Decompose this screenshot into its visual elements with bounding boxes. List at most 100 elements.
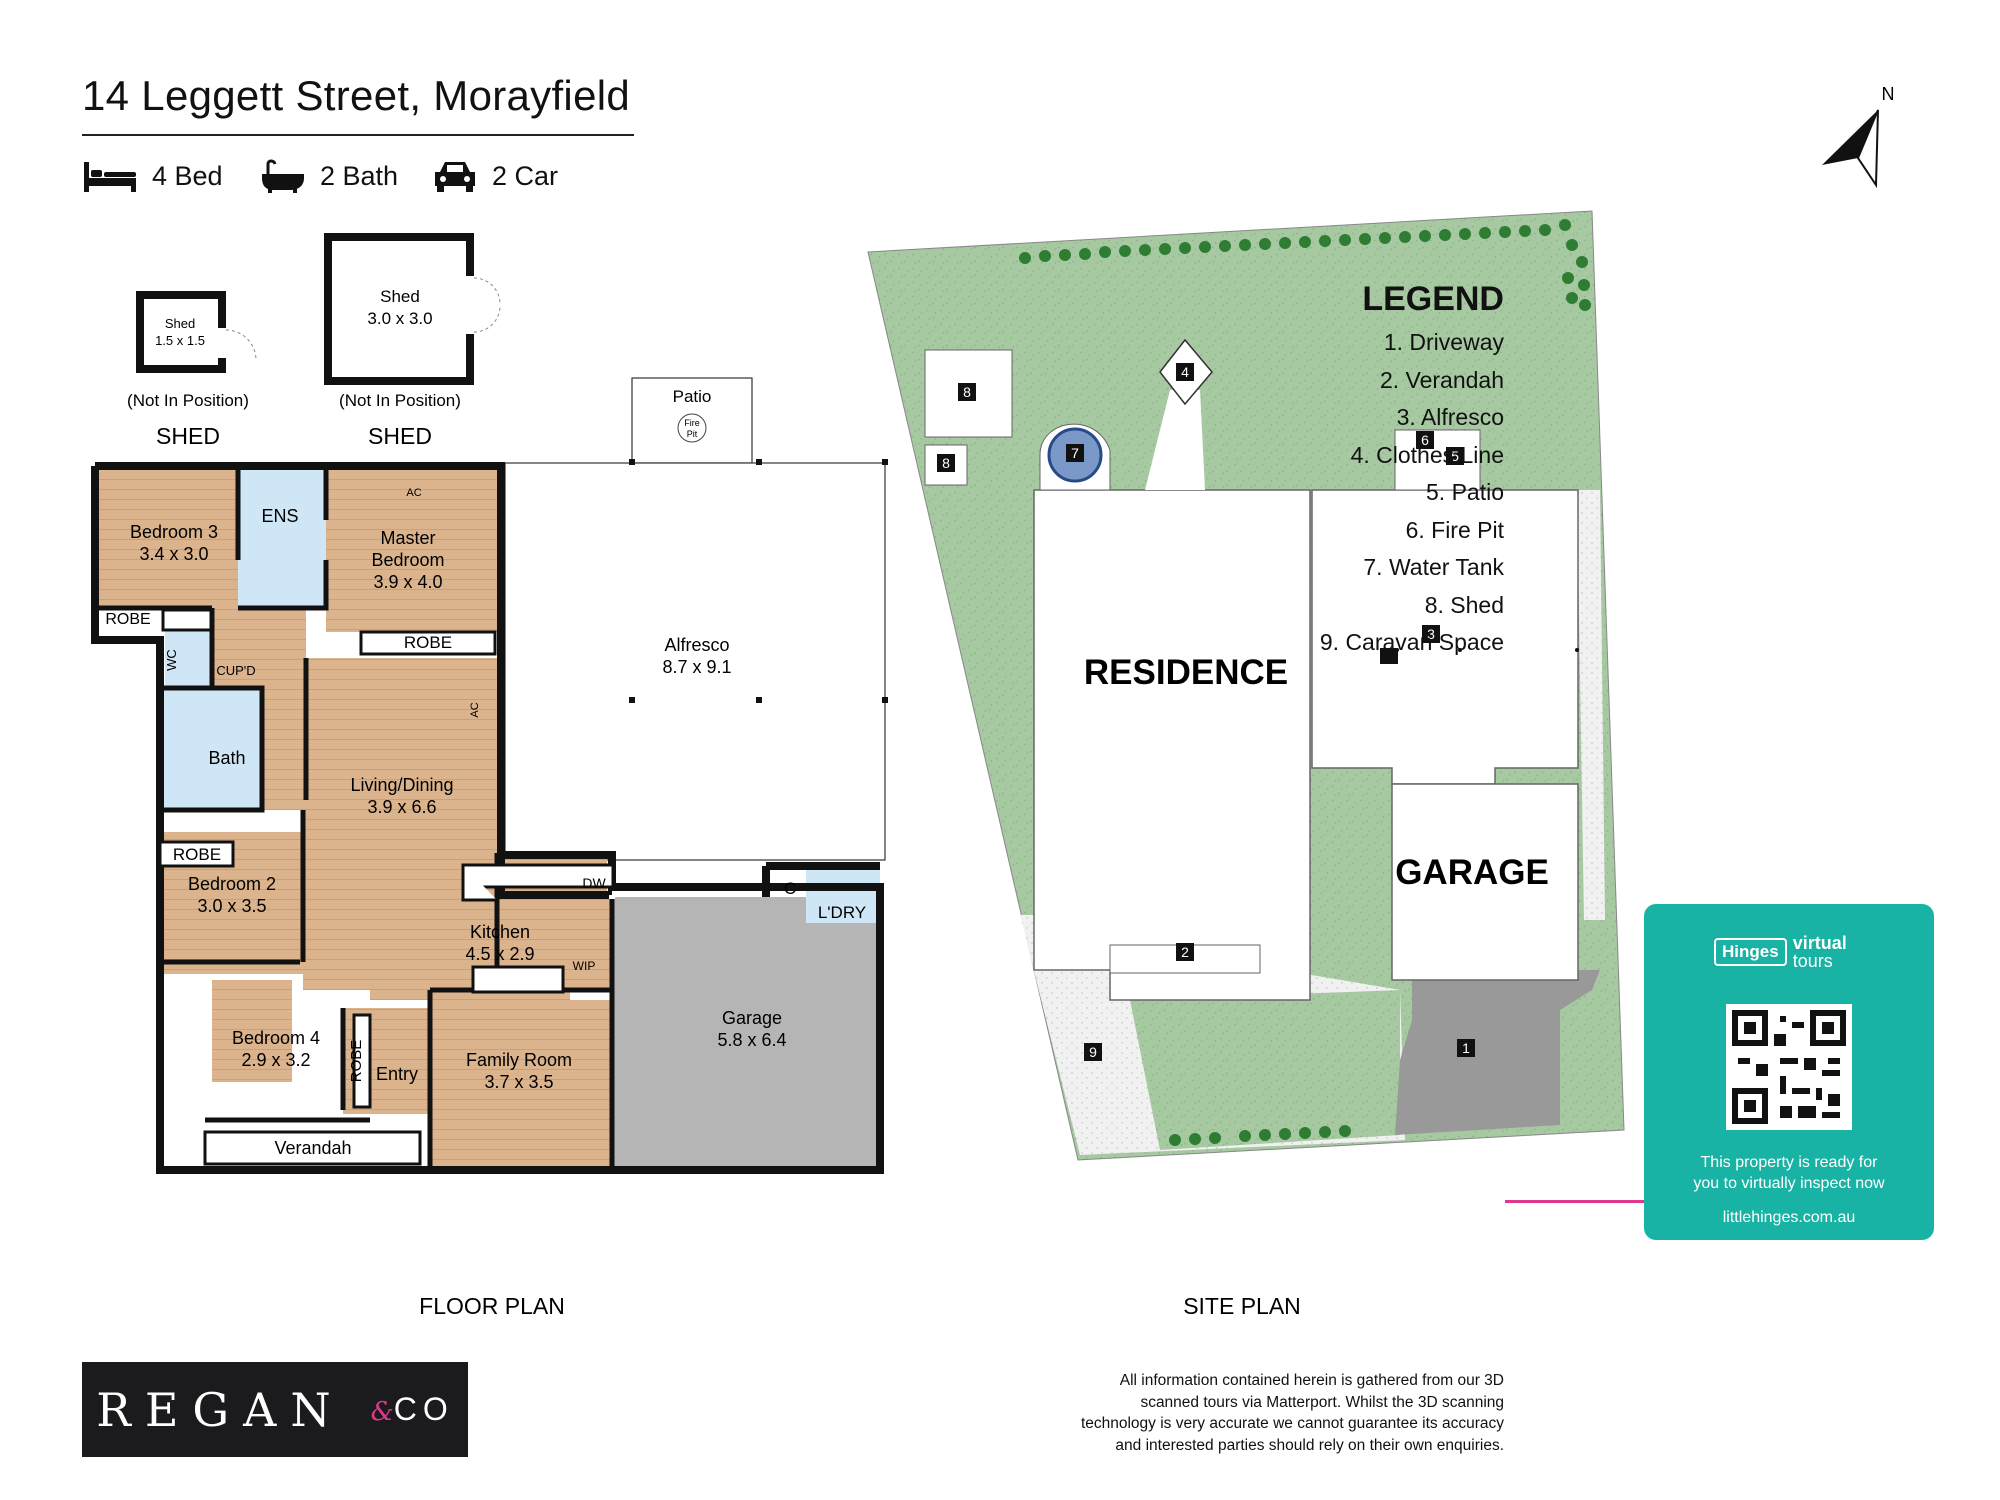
shed-large-note: (Not In Position): [339, 391, 461, 410]
bedroom2-name: Bedroom 2: [188, 874, 276, 894]
legend-list: 1. Driveway 2. Verandah 3. Alfresco 4. C…: [1320, 324, 1504, 662]
verandah-label: Verandah: [274, 1138, 351, 1158]
logo-ampersand: &: [370, 1397, 394, 1427]
legend-title: LEGEND: [1362, 280, 1504, 318]
marker-2: 2: [1181, 944, 1189, 960]
shed-large: Shed 3.0 x 3.0 (Not In Position) SHED: [324, 233, 501, 449]
regan-co-logo: REGAN &CO: [82, 1362, 468, 1457]
shed-large-name: Shed: [380, 287, 420, 306]
floor-plan: Shed 1.5 x 1.5 (Not In Position) SHED Sh…: [91, 233, 888, 1319]
legend-item: 6. Fire Pit: [1405, 516, 1504, 543]
master-size: 3.9 x 4.0: [373, 572, 442, 592]
marker-8b: 8: [942, 455, 950, 471]
legend-item: 9. Caravan Space: [1319, 629, 1504, 655]
family-name: Family Room: [466, 1050, 572, 1070]
marker-9: 9: [1089, 1044, 1097, 1060]
garage-name: Garage: [722, 1008, 782, 1028]
ac-living: AC: [469, 702, 481, 717]
room-fills: [95, 470, 880, 1168]
legend-item: 8. Shed: [1424, 591, 1504, 618]
north-arrow: N: [1822, 84, 1895, 189]
laundry-label: L'DRY: [818, 903, 866, 922]
room-labels: Bedroom 3 3.4 x 3.0 ENS Master Bedroom 3…: [105, 487, 866, 1158]
marker-5: 5: [1451, 448, 1459, 464]
qr-code-icon[interactable]: [1726, 1004, 1852, 1130]
disclaimer: All information contained herein is gath…: [1024, 1370, 1504, 1456]
bedroom4-name: Bedroom 4: [232, 1028, 320, 1048]
fire-pit-label-1: Fire: [684, 418, 700, 428]
car-icon: [435, 162, 475, 192]
feature-baths-label: 2 Bath: [320, 160, 399, 191]
little-hinges-logo: Hinges: [1714, 938, 1787, 966]
logo-co: CO: [393, 1391, 454, 1427]
legend-item: 5. Patio: [1426, 479, 1504, 505]
fixtures: [158, 608, 615, 1166]
shed-small-name: Shed: [165, 316, 195, 331]
feature-beds: 4 Bed: [82, 158, 223, 194]
master-name-1: Master: [380, 528, 435, 548]
vt-word-tours: tours: [1792, 951, 1833, 971]
wip-label: WIP: [573, 959, 596, 973]
bedroom3-size: 3.4 x 3.0: [139, 544, 208, 564]
page-title: 14 Leggett Street, Morayfield: [82, 72, 631, 119]
bath-icon: [262, 159, 304, 193]
cupboard-label: C: [784, 879, 796, 898]
marker-4: 4: [1181, 364, 1189, 380]
entry-label: Entry: [376, 1064, 418, 1084]
disclaimer-line: technology is very accurate we cannot gu…: [1080, 1415, 1504, 1432]
marker-3: 3: [1427, 626, 1435, 642]
ensuite-label: ENS: [261, 506, 298, 526]
kitchen-size: 4.5 x 2.9: [465, 944, 534, 964]
living-name: Living/Dining: [350, 775, 453, 795]
residence-label: RESIDENCE: [1084, 653, 1288, 692]
vt-message-line-1: This property is ready for: [1700, 1154, 1878, 1171]
cupd-label: CUP'D: [216, 663, 255, 678]
dishwasher-label: DW: [582, 875, 606, 891]
site-garage-label: GARAGE: [1395, 853, 1549, 892]
alfresco-area: Patio Fire Pit Alfresco 8.7 x 9.1: [504, 377, 888, 861]
marker-8a: 8: [963, 384, 971, 400]
north-label: N: [1882, 84, 1895, 104]
legend-item: 1. Driveway: [1383, 329, 1504, 355]
legend-item: 7. Water Tank: [1363, 554, 1504, 580]
alfresco-size: 8.7 x 9.1: [662, 657, 731, 677]
disclaimer-line: scanned tours via Matterport. Whilst the…: [1140, 1393, 1504, 1411]
legend-item: 3. Alfresco: [1396, 404, 1504, 430]
legend-item: 4. Clothes Line: [1350, 441, 1504, 468]
virtual-tour-brand: Hinges virtual tours: [1714, 934, 1847, 970]
hedge-row: [1019, 219, 1591, 1146]
marker-7: 7: [1071, 445, 1079, 461]
logo-wordmark: REGAN: [96, 1382, 345, 1437]
fire-pit-label-2: Pit: [687, 429, 698, 439]
living-size: 3.9 x 6.6: [367, 797, 436, 817]
title-divider: [82, 134, 634, 136]
legend-item: 2. Verandah: [1379, 366, 1504, 393]
shed-small-note: (Not In Position): [127, 391, 249, 410]
robe-bed4: ROBE: [348, 1040, 365, 1083]
shed-large-size: 3.0 x 3.0: [367, 309, 432, 328]
garage-size: 5.8 x 6.4: [717, 1030, 786, 1050]
bed-icon: [84, 162, 136, 192]
site-plan-caption: SITE PLAN: [1183, 1293, 1301, 1319]
virtual-tour-link[interactable]: littlehinges.com.au: [1722, 1209, 1856, 1226]
virtual-tour-card[interactable]: Hinges virtual tours This property is re…: [1644, 904, 1934, 1240]
marker-1: 1: [1462, 1040, 1470, 1056]
feature-beds-label: 4 Bed: [152, 160, 223, 191]
robe-bed2: ROBE: [173, 845, 221, 864]
patio-label: Patio: [673, 387, 712, 406]
disclaimer-line: All information contained herein is gath…: [1119, 1372, 1504, 1389]
shed-small-size: 1.5 x 1.5: [155, 333, 205, 348]
bedroom3-name: Bedroom 3: [130, 522, 218, 542]
robe-bed3: ROBE: [105, 611, 150, 628]
vt-message-line-2: you to virtually inspect now: [1693, 1175, 1885, 1192]
marker-6: 6: [1421, 432, 1429, 448]
floor-plan-caption: FLOOR PLAN: [419, 1293, 565, 1319]
virtual-tours-wordmark: virtual tours: [1793, 934, 1847, 970]
vt-word-virtual: virtual: [1792, 933, 1847, 953]
bedroom2-size: 3.0 x 3.5: [197, 896, 266, 916]
robe-master: ROBE: [404, 633, 452, 652]
family-size: 3.7 x 3.5: [484, 1072, 553, 1092]
shed-large-caption: SHED: [368, 423, 432, 449]
wc-label: WC: [164, 649, 179, 671]
site-plan: RESIDENCE GARAGE 1 2 3 4 5 6 7 8 8 9 N S…: [867, 84, 1895, 1319]
